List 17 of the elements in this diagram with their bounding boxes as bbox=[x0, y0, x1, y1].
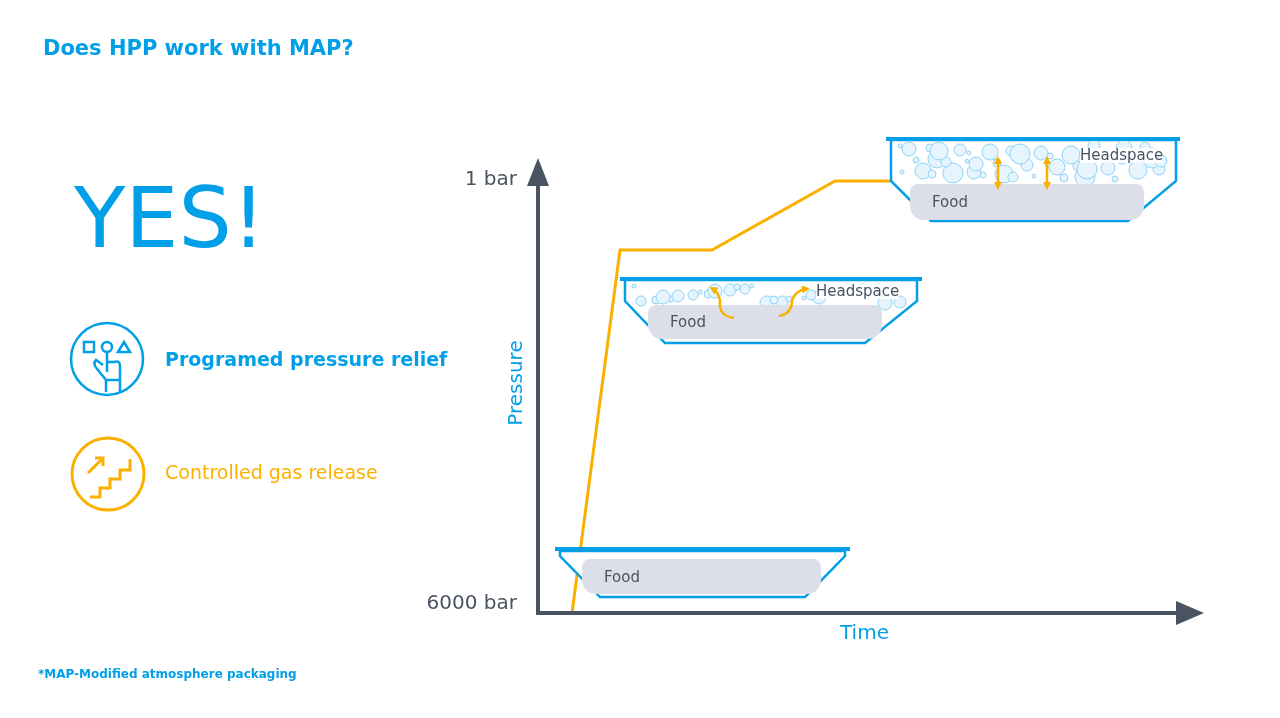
headline: YES! bbox=[74, 176, 266, 260]
food-block: Food bbox=[648, 305, 882, 339]
food-block: Food bbox=[582, 559, 821, 594]
tray bbox=[620, 276, 922, 346]
title: Does HPP work with MAP? bbox=[43, 38, 354, 59]
food-block: Food bbox=[910, 184, 1144, 220]
axis-tick-label: 6000 bar bbox=[426, 592, 517, 612]
headspace-label: Headspace bbox=[816, 284, 900, 299]
feature-text: Programed pressure relief bbox=[165, 350, 448, 369]
tray bbox=[886, 136, 1180, 224]
headspace-label: Headspace bbox=[1080, 148, 1164, 163]
axis-title: Time bbox=[840, 622, 889, 642]
footnote: *MAP-Modified atmosphere packaging bbox=[38, 668, 297, 680]
tray bbox=[555, 546, 850, 600]
axis-tick-label: 1 bar bbox=[464, 168, 517, 188]
axis-title: Pressure bbox=[504, 340, 525, 426]
feature-text: Controlled gas release bbox=[165, 463, 378, 482]
